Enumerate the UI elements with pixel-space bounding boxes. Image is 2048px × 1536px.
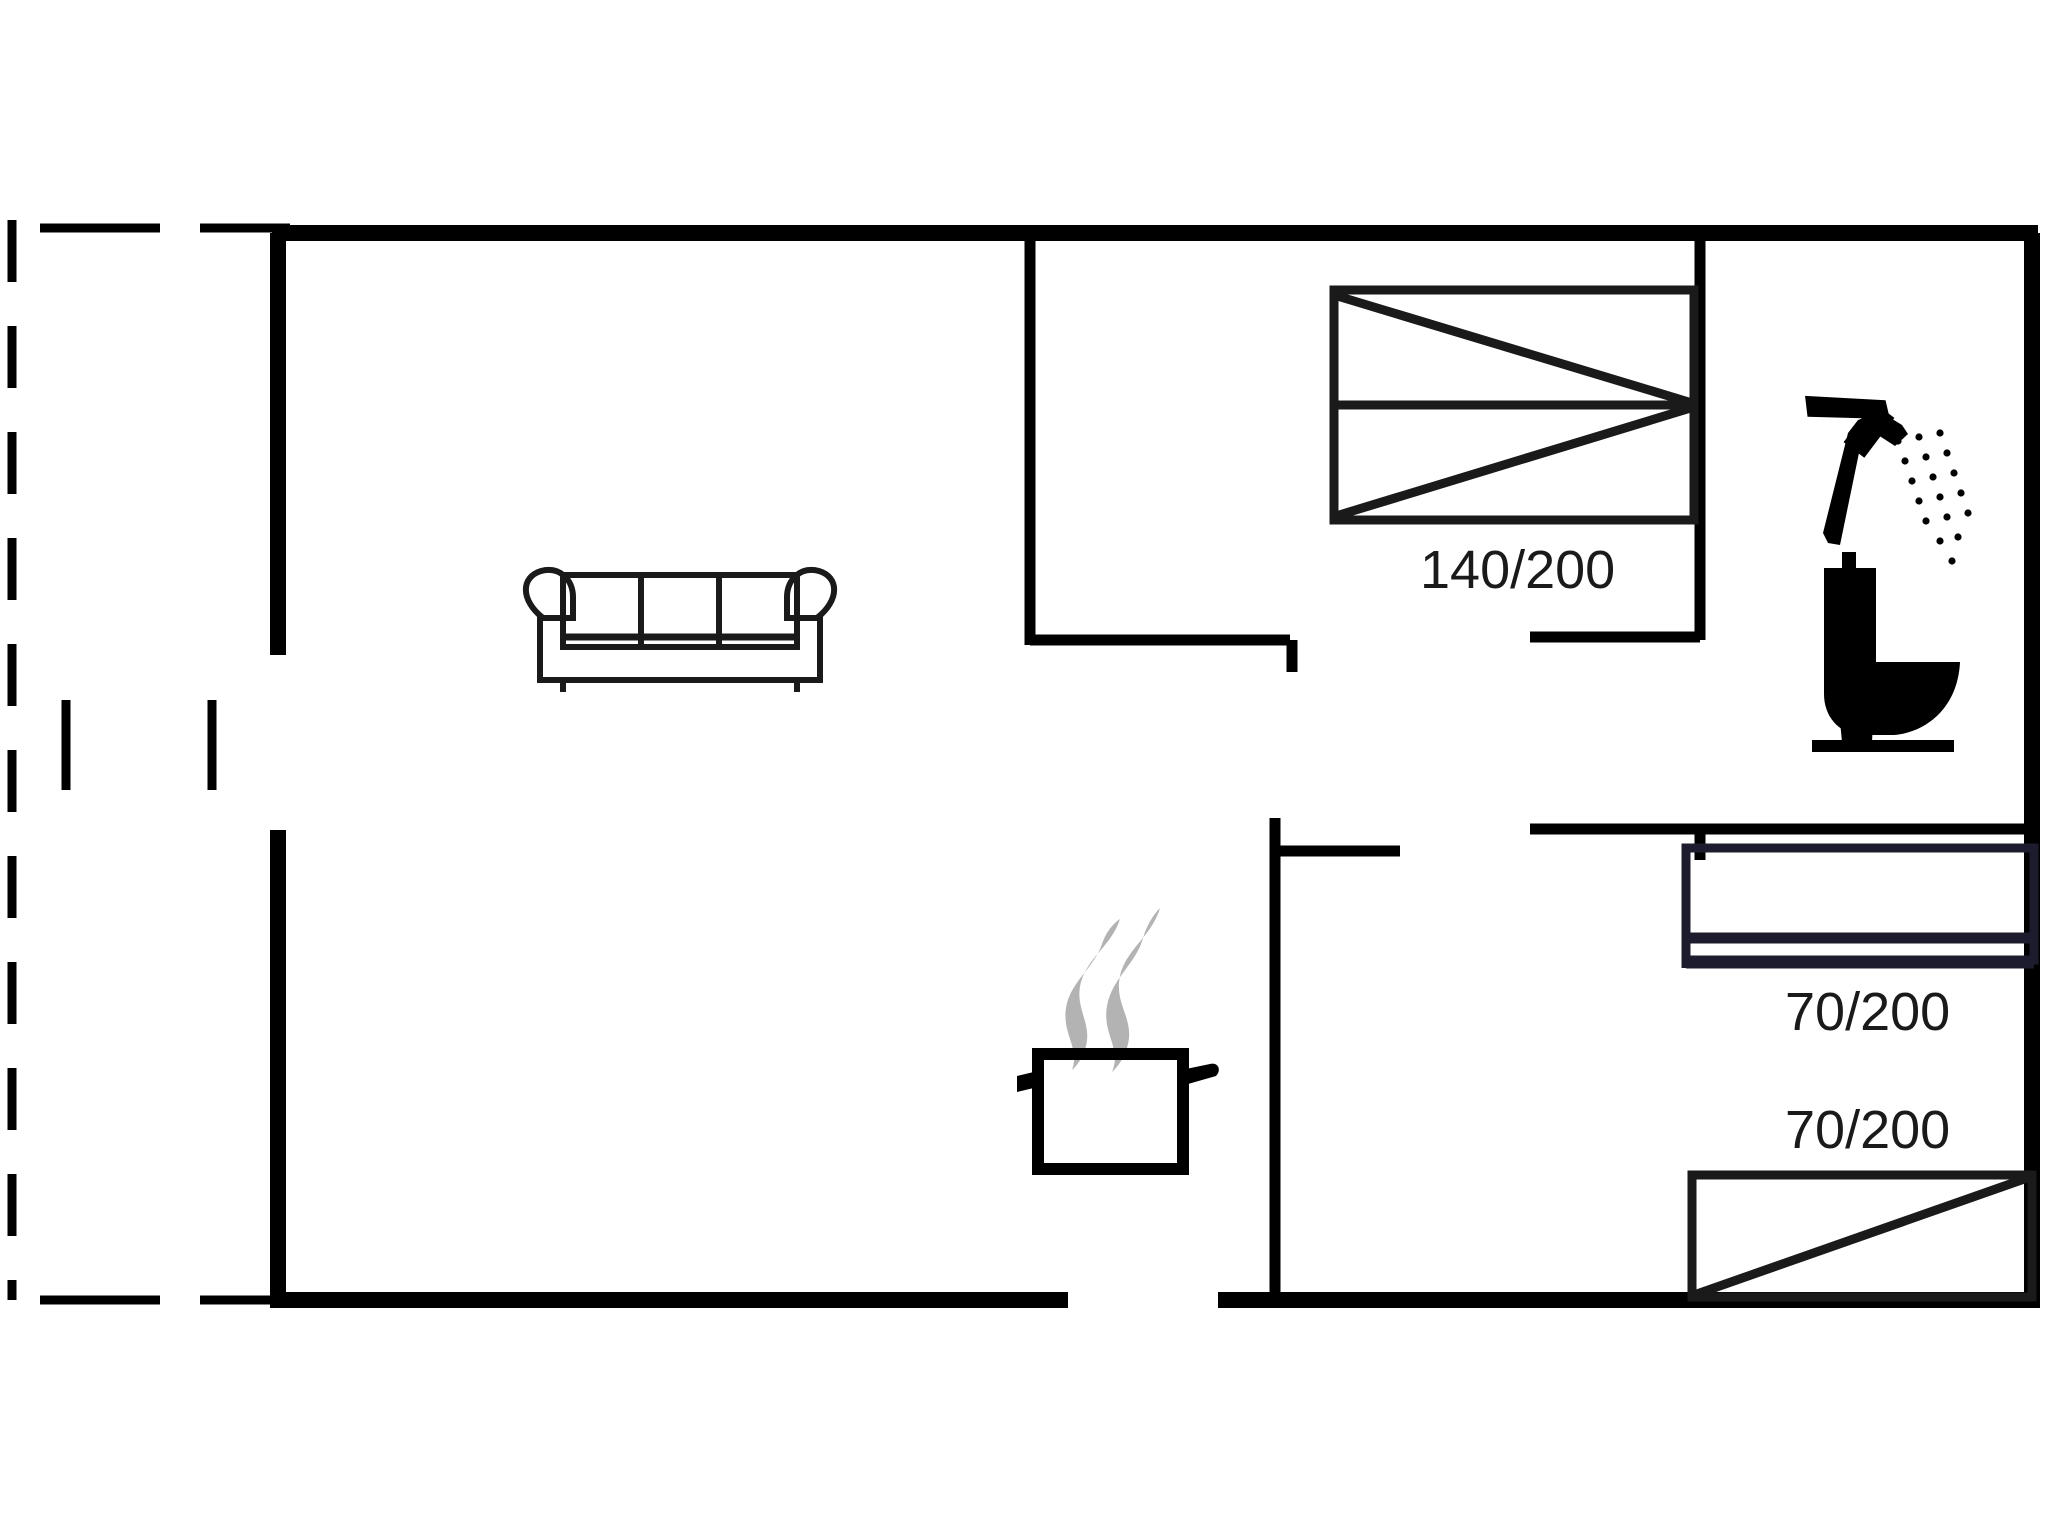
cooking-pot-steam [1065,908,1160,1072]
cooking-pot-handle-right [1181,1063,1219,1086]
shower-icon [1805,395,1972,565]
interior-walls [1024,238,2034,1300]
single-bed-icon [1687,1170,2037,1302]
toilet-flush-button [1842,552,1856,568]
sofa-arm-left [523,566,576,621]
terrace-door-jambs [61,700,217,790]
shower-water-droplets [1894,429,1972,565]
shower-pipe [1823,415,1908,545]
sofa-arm-right [784,566,837,621]
single-bed-outline [1687,1170,2037,1302]
bunk-bed-upper-size-label: 70/200 [1785,982,1950,1042]
toilet-icon [1812,552,1960,752]
bunk-bed-lower-size-label: 70/200 [1785,1100,1950,1160]
cooking-pot-body [1032,1048,1189,1175]
exterior-walls [270,225,2040,1308]
double-bed-diagonal-upper [1332,290,1694,408]
cooking-pot-icon [1017,908,1219,1175]
single-bed-diagonal [1692,1172,2032,1300]
double-bed-size-label: 140/200 [1420,540,1615,600]
double-bed-diagonal-lower [1334,402,1696,521]
sofa-icon [523,566,837,692]
terrace-outline [7,220,290,1305]
toilet-base [1812,740,1954,752]
steam-wisp-left [1065,919,1120,1070]
toilet-cistern [1824,568,1876,680]
sofa-back-block [560,572,800,650]
bunk-bed-icon [1681,843,2039,969]
toilet-pedestal [1838,700,1874,742]
shower-head-plate [1843,402,1895,458]
steam-wisp-right [1106,908,1160,1072]
double-bed-icon [1329,285,1699,525]
sofa-base [537,616,823,683]
